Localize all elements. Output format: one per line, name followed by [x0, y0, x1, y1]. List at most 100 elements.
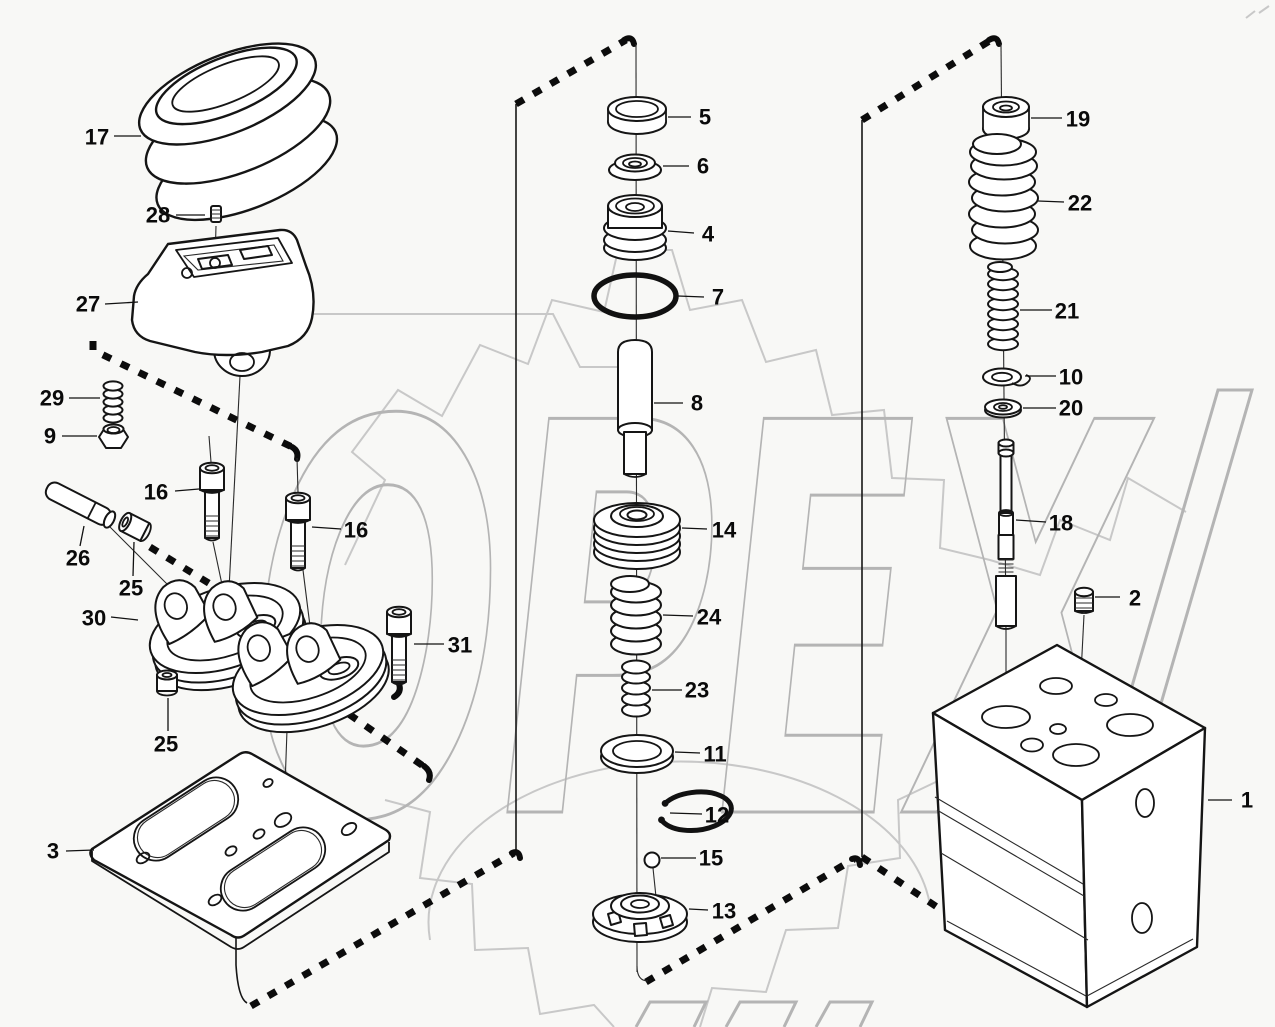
plate-corner-drop	[235, 937, 248, 1004]
dashed-right-bottom	[860, 854, 999, 950]
axis-screw16L-top	[208, 435, 212, 463]
leader-line-16-right	[311, 526, 342, 530]
corner-marks	[1245, 5, 1270, 19]
callout-12: 12	[669, 803, 729, 828]
part-number-13: 13	[712, 899, 736, 924]
callout-27: 27	[76, 292, 139, 317]
part-number-22: 22	[1068, 191, 1092, 216]
dashed-left-top	[89, 341, 296, 452]
callout-28: 28	[146, 203, 205, 228]
part-number-19: 19	[1066, 107, 1090, 132]
part-14-spring-seat	[593, 502, 681, 570]
callout-8: 8	[654, 391, 703, 416]
dashed-left-bottom-end	[509, 849, 523, 861]
part-21-spring-small	[987, 261, 1019, 352]
part-11-washer	[600, 734, 674, 774]
dashed-middle-bottom-end	[849, 855, 863, 868]
part-8-piston-rod	[617, 339, 653, 478]
part-number-7: 7	[712, 285, 724, 310]
part-3-base-plate	[89, 751, 392, 950]
part-number-27: 27	[76, 292, 100, 317]
leader-line-25-upper	[132, 541, 135, 577]
leader-line-7	[677, 295, 705, 298]
part-16-screw-left	[199, 461, 225, 542]
part-number-23: 23	[685, 678, 709, 703]
part-13-cap	[592, 892, 688, 943]
part-number-26: 26	[66, 546, 90, 571]
callout-31: 31	[414, 633, 472, 658]
part-number-4: 4	[702, 222, 715, 247]
callout-2: 2	[1095, 586, 1141, 611]
callout-18: 18	[1015, 511, 1073, 536]
callout-25-lower: 25	[154, 698, 178, 757]
callout-7: 7	[677, 285, 724, 310]
part-23-spring	[621, 659, 651, 718]
part-number-5: 5	[699, 105, 711, 130]
part-26-pin	[44, 481, 117, 529]
leader-line-12	[669, 812, 703, 815]
leader-line-14	[681, 527, 708, 530]
leader-line-3	[65, 849, 95, 852]
part-12-snap-ring	[658, 789, 734, 833]
part-number-30: 30	[82, 606, 106, 631]
callout-11: 11	[674, 742, 727, 767]
part-number-1: 1	[1241, 788, 1253, 813]
part-number-3: 3	[47, 839, 59, 864]
part-25-bushing-upper	[118, 511, 152, 543]
part-2-plug	[1074, 586, 1094, 614]
part-number-14: 14	[712, 518, 737, 543]
callout-layer: 1728272991616262530253135647814242311121…	[40, 105, 1253, 924]
part-number-21: 21	[1055, 299, 1079, 324]
part-22-spring-large	[968, 133, 1039, 261]
callout-9: 9	[44, 424, 97, 449]
part-number-29: 29	[40, 386, 64, 411]
block-side-port-lower	[1131, 902, 1153, 934]
callout-20: 20	[1023, 396, 1083, 421]
part-5-ring	[607, 96, 667, 135]
part-number-10: 10	[1059, 365, 1083, 390]
callout-5: 5	[668, 105, 711, 130]
part-number-12: 12	[705, 803, 729, 828]
callout-6: 6	[663, 154, 709, 179]
part-number-28: 28	[146, 203, 170, 228]
part-number-16-right: 16	[344, 518, 368, 543]
part-number-2: 2	[1129, 586, 1141, 611]
leader-line-22	[1037, 200, 1065, 203]
part-10-lock-washer	[982, 367, 1031, 387]
dashed-middle-bottom	[644, 855, 856, 986]
callout-17: 17	[85, 125, 141, 150]
callout-19: 19	[1031, 107, 1090, 132]
gear-watermark-teeth-top	[344, 249, 1187, 577]
dashed-middle-top	[514, 36, 628, 108]
handle-outline	[130, 228, 315, 357]
dashed-right-top	[860, 37, 993, 123]
part-number-17: 17	[85, 125, 109, 150]
callout-16-right: 16	[311, 518, 368, 543]
dashed-right-top-end	[986, 35, 1002, 47]
gear-watermark-teeth-bottom	[384, 779, 941, 1027]
callout-26: 26	[66, 525, 90, 571]
gear-watermark-top	[238, 313, 620, 368]
dashed-left-mid-end	[421, 763, 433, 783]
callout-13: 13	[688, 899, 736, 924]
callout-25-upper: 25	[119, 541, 143, 601]
callout-30: 30	[82, 606, 139, 631]
callout-22: 22	[1037, 191, 1092, 216]
callout-15: 15	[661, 846, 723, 871]
axis-middle-curl	[636, 965, 649, 982]
callout-29: 29	[40, 386, 100, 411]
part-18-spool-rod	[995, 438, 1017, 630]
callout-21: 21	[1020, 299, 1079, 324]
roller-hub	[229, 352, 255, 372]
part-27-handle-body	[130, 228, 315, 377]
part-number-11: 11	[703, 742, 726, 767]
leader-line-27	[104, 301, 139, 305]
part-29-spring	[102, 380, 124, 424]
part-number-9: 9	[44, 424, 56, 449]
leader-line-24	[662, 614, 694, 617]
leader-line-26	[79, 525, 85, 547]
axis-screw16R-top	[296, 457, 299, 493]
part-7-o-ring	[591, 272, 679, 320]
